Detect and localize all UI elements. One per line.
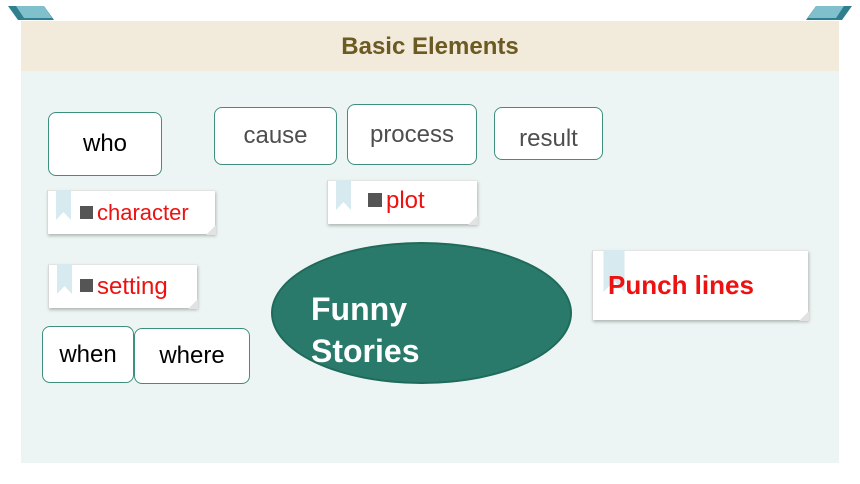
bookmark-ribbon-icon bbox=[603, 250, 625, 292]
page-fold-icon bbox=[799, 311, 809, 321]
punch-lines-label: Punch lines bbox=[608, 270, 754, 300]
bullet-square-icon bbox=[80, 206, 93, 219]
funny-stories-line1: Funny bbox=[311, 291, 407, 327]
when-box: when bbox=[42, 326, 134, 383]
corner-tab-right bbox=[806, 6, 852, 20]
page-fold-icon bbox=[206, 225, 216, 235]
process-label: process bbox=[369, 120, 455, 148]
process-box: process bbox=[347, 104, 477, 165]
setting-note: setting bbox=[48, 264, 198, 309]
who-label: who bbox=[82, 130, 128, 157]
bullet-square-icon bbox=[368, 193, 382, 207]
who-box: who bbox=[48, 112, 162, 176]
corner-tab-left bbox=[8, 6, 54, 20]
page-fold-icon bbox=[468, 215, 478, 225]
bookmark-ribbon-icon bbox=[56, 190, 71, 220]
when-label: when bbox=[59, 340, 117, 368]
character-note: character bbox=[47, 190, 216, 235]
character-label: character bbox=[97, 199, 189, 225]
slide-title: Basic Elements bbox=[341, 33, 519, 60]
bookmark-ribbon-icon bbox=[57, 264, 72, 294]
where-box: where bbox=[134, 328, 250, 384]
funny-stories-text: Funny Stories bbox=[311, 288, 419, 372]
plot-label: plot bbox=[386, 187, 425, 214]
page-fold-icon bbox=[188, 299, 198, 309]
where-label: where bbox=[159, 342, 225, 369]
cause-box: cause bbox=[214, 107, 337, 165]
result-label: result bbox=[519, 125, 578, 152]
bookmark-ribbon-icon bbox=[336, 180, 351, 210]
bullet-square-icon bbox=[80, 279, 93, 292]
funny-stories-line2: Stories bbox=[311, 333, 420, 369]
result-box: result bbox=[494, 107, 603, 160]
plot-note: plot bbox=[327, 180, 478, 225]
setting-label: setting bbox=[97, 273, 168, 300]
title-bar: Basic Elements bbox=[21, 21, 839, 71]
punch-lines-note: Punch lines bbox=[592, 250, 809, 321]
cause-label: cause bbox=[243, 122, 308, 149]
funny-stories-ellipse bbox=[271, 242, 572, 384]
